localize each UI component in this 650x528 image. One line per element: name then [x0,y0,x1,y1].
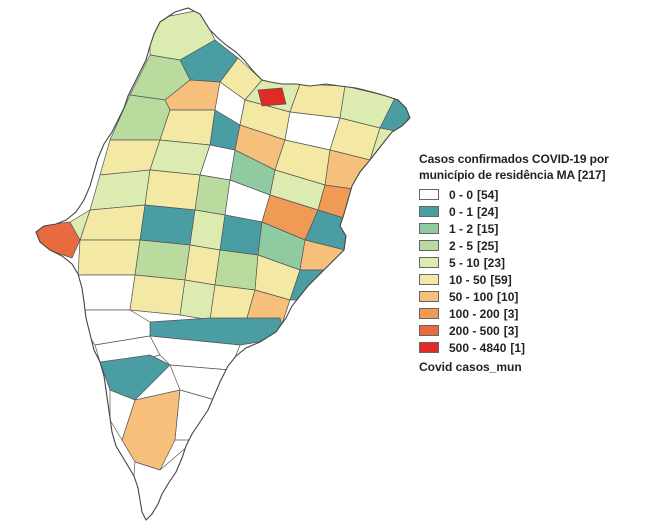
legend-label: 50 - 100 [449,289,494,304]
legend-layer-name: Covid casos_mun [419,360,522,374]
legend-title-line-1: Casos confirmados COVID-19 por [419,152,609,166]
legend-item: 10 - 50[59] [419,271,647,288]
legend-count: [25] [477,238,499,253]
legend-item: 0 - 0[54] [419,186,647,203]
region [159,109,216,146]
legend-swatch [419,291,439,302]
legend-count: [3] [503,306,519,321]
legend-swatch [419,257,439,268]
legend-label: 2 - 5 [449,238,474,253]
legend-swatch [419,240,439,251]
legend-item: 5 - 10[23] [419,254,647,271]
region-sao-luis [257,87,287,107]
legend-count: [1] [510,340,526,355]
legend-swatch [419,206,439,217]
legend-item: 500 - 4840[1] [419,339,647,356]
legend-item: 100 - 200[3] [419,305,647,322]
choropleth-map [35,7,411,521]
legend-count: [15] [477,221,499,236]
legend-label: 10 - 50 [449,272,487,287]
legend-label: 1 - 2 [449,221,474,236]
legend: Casos confirmados COVID-19 por município… [419,151,647,374]
legend-label: 0 - 1 [449,204,474,219]
legend-count: [3] [503,323,519,338]
legend-swatch [419,325,439,336]
region [109,389,136,441]
legend-item: 200 - 500[3] [419,322,647,339]
legend-count: [10] [497,289,519,304]
region [184,244,221,286]
legend-swatch [419,223,439,234]
region [219,214,263,256]
legend-label: 500 - 4840 [449,340,507,355]
legend-item: 0 - 1[24] [419,203,647,220]
region [77,274,136,311]
legend-label: 5 - 10 [449,255,480,270]
region [194,174,231,216]
legend-item: 1 - 2[15] [419,220,647,237]
region [99,354,171,401]
legend-label: 100 - 200 [449,306,500,321]
region [134,239,191,281]
region [77,239,141,276]
region [149,139,211,176]
legend-count: [59] [490,272,512,287]
legend-swatch [419,274,439,285]
legend-count: [54] [477,187,499,202]
legend-swatch [419,189,439,200]
region [139,204,196,246]
legend-label: 200 - 500 [449,323,500,338]
legend-item: 2 - 5[25] [419,237,647,254]
region [89,169,151,211]
legend-title-line-2: município de residência MA [217] [419,168,606,182]
legend-swatch [419,342,439,353]
legend-count: [23] [483,255,506,270]
legend-classes: 0 - 0[54]0 - 1[24]1 - 2[15]2 - 5[25]5 - … [419,186,647,356]
region [189,209,226,251]
legend-label: 0 - 0 [449,187,474,202]
legend-item: 50 - 100[10] [419,288,647,305]
region [69,209,91,241]
region [144,169,201,211]
region [129,274,186,316]
legend-count: [24] [477,204,499,219]
legend-swatch [419,308,439,319]
region [179,279,216,321]
region [214,249,259,291]
